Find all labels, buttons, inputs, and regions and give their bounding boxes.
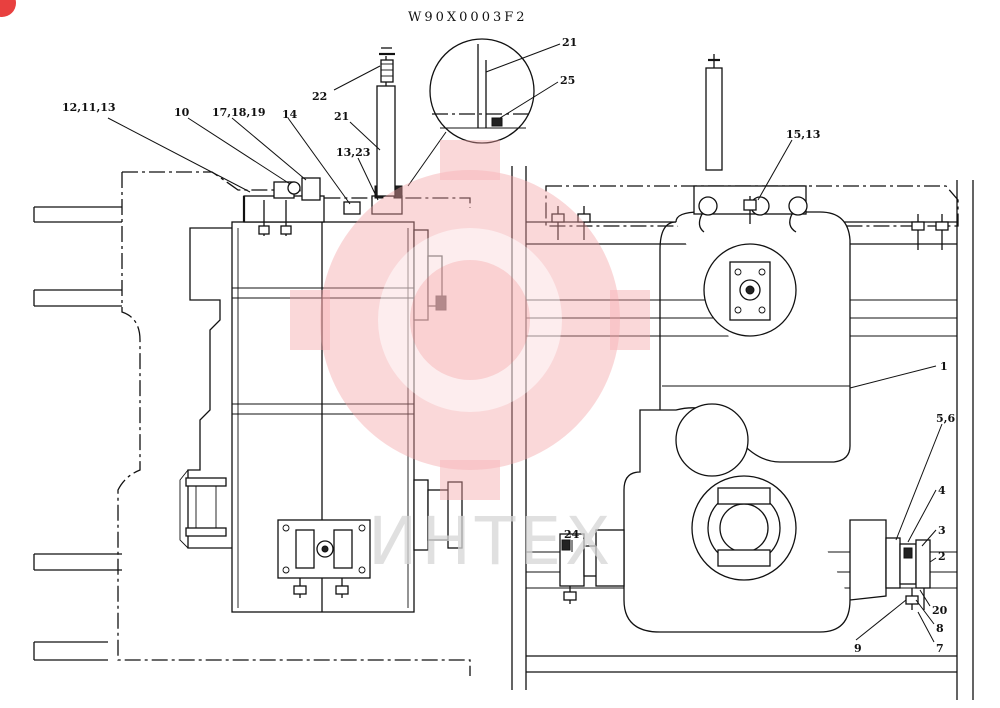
callout-4: 4 <box>938 484 946 497</box>
watermark-logo: ИНТЕХ <box>290 140 650 580</box>
callout-12-11-13: 12,11,13 <box>62 101 116 114</box>
callout-1: 1 <box>940 360 948 373</box>
callout-24: 24 <box>564 528 580 541</box>
callout-20: 20 <box>932 604 948 617</box>
leader-lines <box>107 43 943 643</box>
callout-2: 2 <box>938 550 946 563</box>
detail-view-circle <box>407 38 535 187</box>
callout-15-13: 15,13 <box>786 128 820 141</box>
callout-14: 14 <box>282 108 298 121</box>
callout-labels: 12,11,13 10 17,18,19 14 22 21 13,23 21 2… <box>62 36 955 655</box>
left-side-view <box>33 47 471 676</box>
callout-3: 3 <box>938 524 946 537</box>
callout-17-18-19: 17,18,19 <box>212 106 266 119</box>
callout-22: 22 <box>312 90 327 103</box>
callout-7: 7 <box>936 642 944 655</box>
right-front-view <box>511 54 974 700</box>
watermark-text: ИНТЕХ <box>368 503 614 580</box>
callout-21-left: 21 <box>334 110 349 123</box>
callout-8: 8 <box>936 622 944 635</box>
drawing-code: W90X0003F2 <box>408 10 528 25</box>
callout-10: 10 <box>174 106 190 119</box>
callout-9: 9 <box>854 642 862 655</box>
callout-25: 25 <box>560 74 575 87</box>
callout-13-23: 13,23 <box>336 146 370 159</box>
callout-21-detail: 21 <box>562 36 577 49</box>
corner-badge-icon <box>0 0 16 17</box>
callout-5-6: 5,6 <box>936 412 955 425</box>
